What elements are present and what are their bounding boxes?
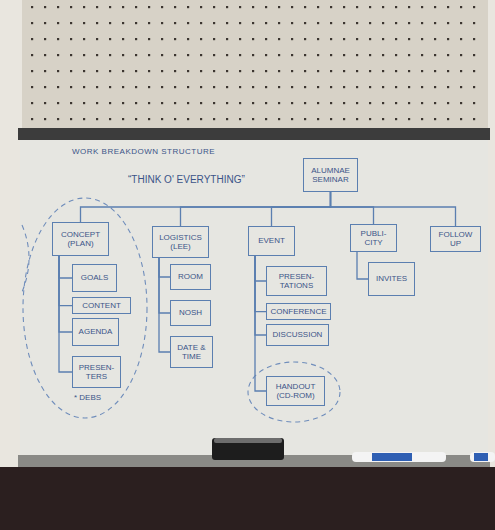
eraser-felt: [214, 438, 282, 443]
marker: [352, 452, 446, 462]
box-label: FOLLOW UP: [433, 230, 478, 248]
wbs-box: GOALS: [72, 264, 117, 292]
tree-connector: [181, 192, 331, 226]
wbs-box: ALUMNAE SEMINAR: [303, 158, 358, 192]
dashed-grouping: [248, 362, 340, 422]
board-title: WORK BREAKDOWN STRUCTURE: [72, 148, 215, 157]
wbs-box: PRESEN-TATIONS: [266, 266, 327, 296]
tree-connector: [255, 256, 266, 312]
tree-connector: [59, 256, 72, 278]
wbs-box: EVENT: [248, 226, 295, 256]
ceiling-tile: [22, 0, 488, 130]
note-text: “THINK O' EVERYTHING”: [128, 174, 245, 185]
tree-connector: [59, 256, 72, 306]
box-label: EVENT: [251, 236, 292, 245]
box-label: GOALS: [75, 273, 114, 282]
dashed-grouping: [22, 225, 29, 292]
note-text: * DEBS: [74, 394, 101, 403]
marker-label: [474, 453, 488, 461]
tree-connector: [255, 256, 266, 391]
tree-connector: [255, 256, 266, 335]
tree-connector: [255, 256, 266, 281]
eraser: [212, 438, 284, 460]
box-label: CONCEPT (PLAN): [55, 230, 106, 248]
wbs-box: HANDOUT (CD-ROM): [266, 376, 325, 406]
box-label: NOSH: [173, 308, 208, 317]
box-label: INVITES: [371, 274, 412, 283]
wbs-box: FOLLOW UP: [430, 226, 481, 252]
board-frame: [18, 128, 490, 140]
box-label: PRESEN-TERS: [75, 363, 118, 381]
wbs-box: CONCEPT (PLAN): [52, 222, 109, 256]
box-label: PRESEN-TATIONS: [269, 272, 324, 290]
wbs-box: DISCUSSION: [266, 324, 329, 346]
marker: [470, 452, 495, 462]
tree-connector: [331, 192, 456, 226]
box-label: AGENDA: [75, 327, 116, 336]
wbs-box: INVITES: [368, 262, 415, 296]
box-label: ROOM: [173, 272, 208, 281]
tree-connector: [59, 256, 72, 332]
wbs-box: LOGISTICS (LEE): [152, 226, 209, 258]
tree-connector: [357, 252, 368, 279]
tree-connector: [59, 256, 72, 372]
wbs-box: CONFERENCE: [266, 303, 331, 320]
floor-shadow: [0, 467, 495, 530]
wbs-box: DATE & TIME: [170, 336, 213, 368]
dashed-grouping: [23, 198, 147, 418]
tree-connector: [331, 192, 374, 224]
box-label: PUBLI-CITY: [353, 229, 394, 247]
box-label: CONTENT: [75, 301, 128, 310]
tree-connector: [272, 192, 331, 226]
wbs-box: PRESEN-TERS: [72, 356, 121, 388]
box-label: CONFERENCE: [269, 307, 328, 316]
board-surface: [20, 140, 488, 458]
wbs-box: NOSH: [170, 300, 211, 326]
box-label: ALUMNAE SEMINAR: [306, 166, 355, 184]
box-label: HANDOUT (CD-ROM): [269, 382, 322, 400]
tile-holes: [28, 4, 484, 124]
tree-connector: [159, 258, 170, 277]
marker-label: [372, 453, 412, 461]
box-label: DATE & TIME: [173, 343, 210, 361]
box-label: LOGISTICS (LEE): [155, 233, 206, 251]
tree-connector: [159, 258, 170, 352]
wbs-box: ROOM: [170, 264, 211, 290]
wbs-box: CONTENT: [72, 297, 131, 314]
wbs-box: AGENDA: [72, 318, 119, 346]
box-label: DISCUSSION: [269, 330, 326, 339]
wbs-box: PUBLI-CITY: [350, 224, 397, 252]
tree-connector: [159, 258, 170, 313]
